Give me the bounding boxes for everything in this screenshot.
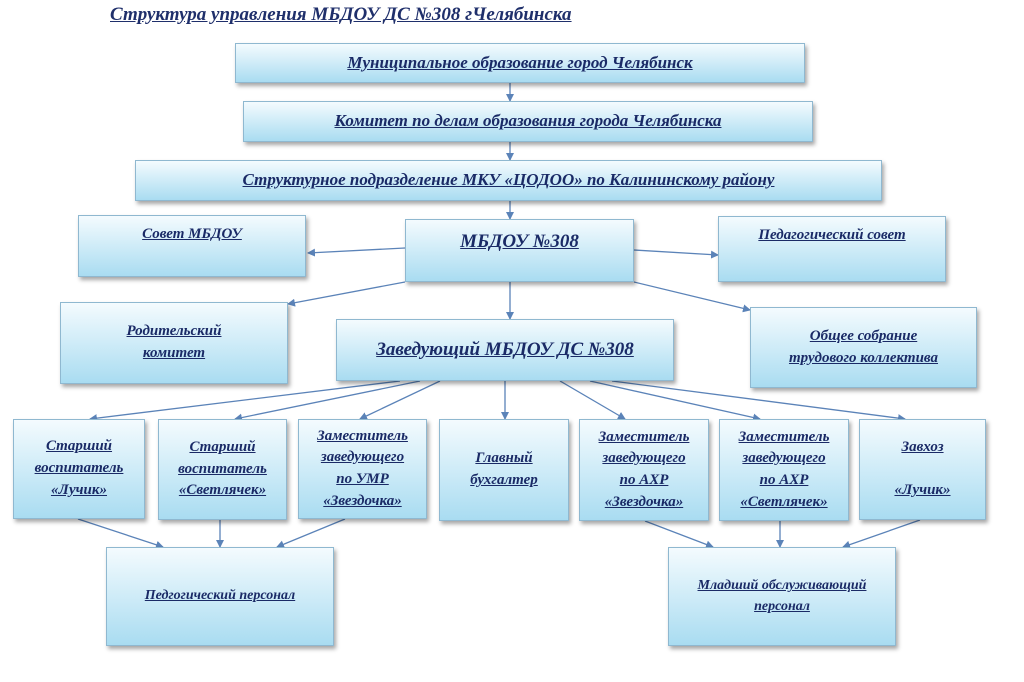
arrow-mbdou-meeting [633,281,751,313]
node-chief-accountant: Главный бухгалтер [439,419,569,521]
node-head: Заведующий МБДОУ ДС №308 [336,319,674,381]
node-pedagogical-staff: Педгогический персонал [106,547,334,646]
node-deputy-umr: Заместитель заведующего по УМР «Звездочк… [298,419,427,519]
node-deputy-ahr-svetlyachek: Заместитель заведующего по АХР «Светляче… [719,419,849,521]
page-title: Структура управления МБДОУ ДС №308 гЧеля… [110,4,572,25]
arrow-supply-junior [842,519,921,549]
node-deputy-ahr-zvezdochka: Заместитель заведующего по АХР «Звездочк… [579,419,709,521]
arrow-mbdou-pedcouncil [633,249,719,259]
node-council: Совет МБДОУ [78,215,306,277]
arrow-head-ahr1 [559,380,626,420]
arrow-head-supply [611,380,906,423]
arrow-umr-pedstaff [276,518,346,549]
node-senior-teacher-luchik: Старший воспитатель «Лучик» [13,419,145,519]
arrow-senior1-pedstaff [77,518,164,549]
node-division: Структурное подразделение МКУ «ЦОДОО» по… [135,160,882,201]
arrow-head-ahr2 [589,380,761,422]
arrow-head-senior2 [234,380,421,422]
arrow-mbdou-parents [287,281,406,307]
node-mbdou: МБДОУ №308 [405,219,634,282]
node-supply-manager: Завхоз «Лучик» [859,419,986,520]
node-municipality: Муниципальное образование город Челябинс… [235,43,805,83]
node-parent-committee: Родительский комитет [60,302,288,384]
node-committee: Комитет по делам образования города Челя… [243,101,813,142]
node-general-meeting: Общее собрание трудового коллектива [750,307,977,388]
arrow-head-umr [359,380,441,420]
arrow-head-senior1 [89,380,401,423]
node-junior-staff: Младший обслуживающий персонал [668,547,896,646]
arrow-mbdou-council [307,247,406,257]
arrow-ahr1-junior [644,520,714,549]
node-pedagogical-council: Педагогический совет [718,216,946,282]
node-senior-teacher-svetlyachek: Старший воспитатель «Светлячек» [158,419,287,520]
